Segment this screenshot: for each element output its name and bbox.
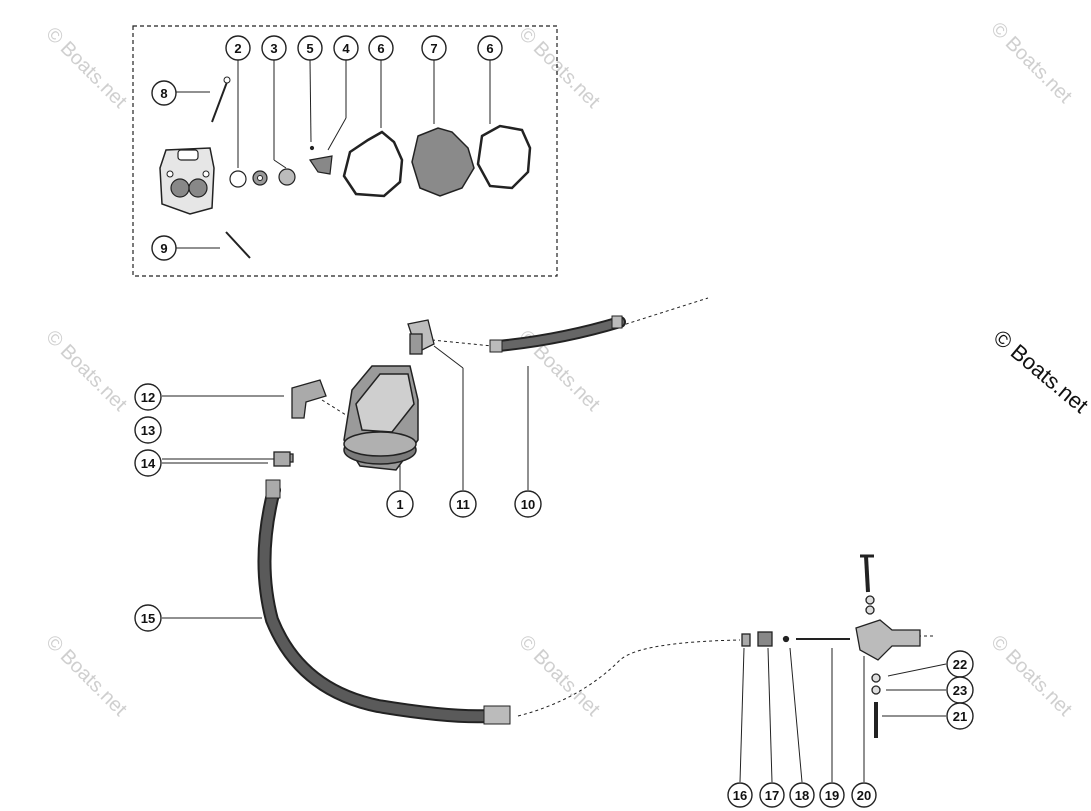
svg-text:11: 11 bbox=[456, 497, 470, 512]
watermark: © Boats.net bbox=[986, 18, 1076, 108]
svg-text:19: 19 bbox=[825, 788, 839, 803]
svg-text:5: 5 bbox=[306, 41, 313, 56]
watermark: © Boats.net bbox=[514, 23, 604, 113]
svg-text:23: 23 bbox=[953, 683, 967, 698]
svg-text:12: 12 bbox=[141, 390, 155, 405]
callout-3: 3 bbox=[261, 35, 287, 61]
callout-15: 15 bbox=[134, 604, 162, 632]
watermark: © Boats.net bbox=[41, 23, 131, 113]
elbow-fitting-12-part bbox=[291, 379, 327, 419]
watermark-dark-group: © Boats.net bbox=[989, 325, 1091, 418]
callout-6a: 6 bbox=[368, 35, 394, 61]
callout-8: 8 bbox=[151, 80, 177, 106]
callout-10: 10 bbox=[514, 490, 542, 518]
callout-12: 12 bbox=[134, 383, 162, 411]
screw-8-part bbox=[211, 81, 228, 123]
svg-text:17: 17 bbox=[765, 788, 779, 803]
callouts: 2 3 5 4 6 7 6 8 9 12 13 1 11 10 15 16 17… bbox=[134, 35, 974, 808]
svg-text:15: 15 bbox=[141, 611, 155, 626]
washer-3b-part bbox=[278, 168, 296, 186]
watermark: © Boats.net bbox=[986, 631, 1076, 721]
callout-7: 7 bbox=[421, 35, 447, 61]
svg-text:3: 3 bbox=[270, 41, 277, 56]
screw-9-part bbox=[225, 231, 251, 259]
callout-1: 1 bbox=[386, 490, 414, 518]
leader-lines bbox=[162, 59, 947, 783]
fuel-pump-part bbox=[343, 365, 419, 471]
svg-text:6: 6 bbox=[377, 41, 384, 56]
svg-text:18: 18 bbox=[795, 788, 809, 803]
washer-23-part bbox=[871, 685, 881, 695]
gasket-6a-part bbox=[342, 130, 404, 198]
callout-21: 21 bbox=[946, 702, 974, 730]
svg-text:16: 16 bbox=[733, 788, 747, 803]
svg-text:21: 21 bbox=[953, 709, 967, 724]
callout-16: 16 bbox=[727, 782, 753, 808]
callout-5: 5 bbox=[297, 35, 323, 61]
svg-text:1: 1 bbox=[396, 497, 403, 512]
watermark: © Boats.net bbox=[41, 326, 131, 416]
svg-text:8: 8 bbox=[160, 86, 167, 101]
hose-10-part bbox=[489, 315, 626, 353]
callout-23: 23 bbox=[946, 676, 974, 704]
washer-22-part bbox=[871, 673, 881, 683]
nut-14-part bbox=[273, 451, 291, 467]
watermark-group: © Boats.net © Boats.net © Boats.net © Bo… bbox=[41, 18, 1076, 721]
callout-20: 20 bbox=[851, 782, 877, 808]
callout-4: 4 bbox=[333, 35, 359, 61]
seat-16-part bbox=[741, 633, 751, 647]
svg-text:4: 4 bbox=[342, 41, 350, 56]
callout-19: 19 bbox=[819, 782, 845, 808]
kit-box bbox=[132, 25, 558, 277]
fittings-12-14 bbox=[273, 379, 327, 467]
svg-text:13: 13 bbox=[141, 423, 155, 438]
callout-14-text: 14 bbox=[141, 456, 156, 471]
callout-22: 22 bbox=[946, 650, 974, 678]
callout-18: 18 bbox=[789, 782, 815, 808]
svg-text:6: 6 bbox=[486, 41, 493, 56]
hose-15-part bbox=[257, 479, 511, 725]
disc-2-part bbox=[229, 170, 247, 188]
svg-text:7: 7 bbox=[430, 41, 437, 56]
elbow-fitting-11-part bbox=[407, 319, 435, 355]
diaphragm-7-part bbox=[411, 127, 475, 197]
callout-11: 11 bbox=[449, 490, 477, 518]
callout-9: 9 bbox=[151, 235, 177, 261]
valve-assembly bbox=[741, 554, 921, 738]
spring-17-part bbox=[757, 631, 773, 647]
gasket-6b-part bbox=[476, 124, 532, 190]
valve-20-part bbox=[855, 619, 921, 661]
svg-text:20: 20 bbox=[857, 788, 871, 803]
watermark-dark: © Boats.net bbox=[989, 325, 1091, 418]
valve-4-part bbox=[308, 155, 333, 175]
callout-6b: 6 bbox=[477, 35, 503, 61]
routing-lines bbox=[321, 297, 935, 717]
pin-5-part bbox=[309, 145, 315, 151]
callout-17: 17 bbox=[759, 782, 785, 808]
ball-18-part bbox=[782, 635, 790, 643]
svg-text:2: 2 bbox=[234, 41, 241, 56]
svg-text:9: 9 bbox=[160, 241, 167, 256]
watermark: © Boats.net bbox=[41, 631, 131, 721]
watermark: © Boats.net bbox=[514, 631, 604, 721]
callout-14: 14 bbox=[134, 449, 162, 477]
kit-parts bbox=[159, 76, 532, 259]
pump-cover-part bbox=[159, 147, 215, 215]
svg-text:10: 10 bbox=[521, 497, 535, 512]
bolt-top-part bbox=[864, 555, 870, 593]
svg-text:22: 22 bbox=[953, 657, 967, 672]
callout-13: 13 bbox=[134, 416, 162, 444]
callout-2: 2 bbox=[225, 35, 251, 61]
